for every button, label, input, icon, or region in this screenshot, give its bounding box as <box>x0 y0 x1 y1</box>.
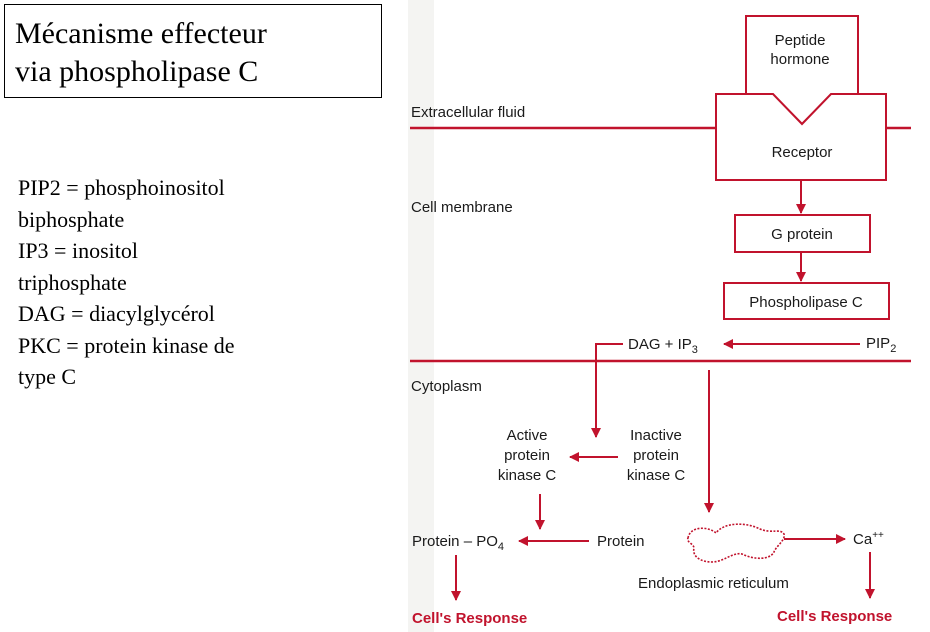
cell-response-right: Cell's Response <box>777 608 892 625</box>
receptor-shape <box>715 93 887 181</box>
er-label: Endoplasmic reticulum <box>638 575 789 592</box>
er-shape <box>686 523 786 563</box>
active-pkc-line-3: kinase C <box>498 467 557 484</box>
g-protein-box <box>734 214 871 253</box>
inactive-pkc-line-2: protein <box>633 447 679 464</box>
dag-ip3-label: DAG + IP3 <box>628 336 698 356</box>
receptor-label: Receptor <box>772 144 833 161</box>
active-pkc-line-1: Active <box>507 427 548 444</box>
definition-line: IP3 = inositol <box>18 238 138 263</box>
definition-line: PKC = protein kinase de <box>18 332 235 358</box>
title-box: Mécanisme effecteur via phospholipase C <box>4 4 382 98</box>
protein-label: Protein <box>597 533 645 550</box>
peptide-hormone-line-1: Peptide <box>775 32 826 49</box>
extracellular-label: Extracellular fluid <box>411 104 525 121</box>
definition-line: PIP2 = phosphoinositol <box>18 175 225 200</box>
peptide-hormone-line-2: hormone <box>770 51 829 68</box>
diagram-panel: Extracellular fluid Cell membrane Cytopl… <box>408 0 930 632</box>
phospholipase-c-box <box>723 282 890 320</box>
pip2-label: PIP2 <box>866 335 896 355</box>
arrow-dag-to-active-pkc <box>591 343 623 438</box>
scan-margin <box>408 0 434 632</box>
title-line-2: via phospholipase C <box>15 55 259 88</box>
definition-line: triphosphate <box>18 269 127 295</box>
phospholipase-c-label: Phospholipase C <box>749 294 863 311</box>
membrane-label: Cell membrane <box>411 199 513 216</box>
calcium-label: Ca++ <box>853 530 884 548</box>
definition-line: type C <box>18 364 77 389</box>
cell-response-left: Cell's Response <box>412 610 527 627</box>
definition-line: DAG = diacylglycérol <box>18 301 215 326</box>
protein-po4-label: Protein – PO4 <box>412 533 504 553</box>
inactive-pkc-line-1: Inactive <box>630 427 682 444</box>
active-pkc-line-2: protein <box>504 447 550 464</box>
cytoplasm-label: Cytoplasm <box>411 378 482 395</box>
definitions-list: PIP2 = phosphoinositol biphosphate IP3 =… <box>18 172 308 393</box>
inactive-pkc-line-3: kinase C <box>627 467 686 484</box>
title-line-1: Mécanisme effecteur <box>15 17 267 50</box>
g-protein-label: G protein <box>771 226 833 243</box>
definition-line: biphosphate <box>18 206 125 232</box>
pathway-diagram: Extracellular fluid Cell membrane Cytopl… <box>410 15 911 627</box>
